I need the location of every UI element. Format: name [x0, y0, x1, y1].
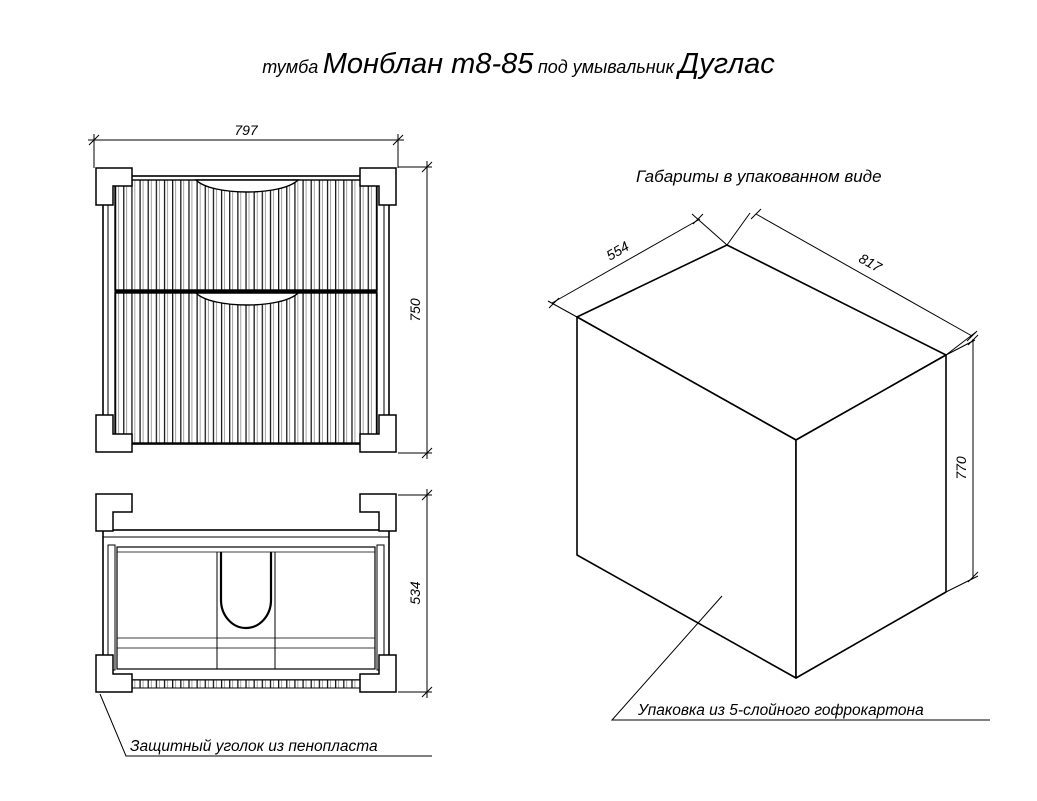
front-width-dimension	[88, 134, 404, 168]
front-height-dimension	[398, 161, 433, 459]
front-fluted-edge	[124, 679, 368, 689]
lower-drawer-handle-cutout	[194, 292, 300, 306]
siphon-cutout	[219, 552, 273, 630]
lower-drawer	[114, 292, 378, 444]
title-middle: под умывальник	[537, 57, 675, 77]
front-height-label: 750	[407, 298, 423, 322]
top-view: 534 Защитный уголок из пенопласта	[95, 489, 433, 757]
title-model: Монблан т8-85	[322, 48, 534, 80]
cabinet-left-side	[107, 179, 116, 441]
front-view: 797 750	[88, 122, 433, 459]
cabinet-right-side	[376, 179, 385, 441]
upper-drawer-handle-cutout	[194, 179, 300, 193]
foam-corner-top-left	[95, 167, 133, 206]
foam-corner-bottom-right	[359, 414, 397, 453]
title-prefix: тумба	[262, 57, 319, 77]
foam-corner-top-right	[359, 167, 397, 206]
package-callout-text: Упаковка из 5-слойного гофрокартона	[637, 702, 924, 719]
package-view: Габариты в упакованном виде 554 817	[547, 167, 990, 721]
foam-callout-text: Защитный уголок из пенопласта	[130, 738, 378, 755]
package-box	[576, 244, 947, 679]
foam-corner-top-right-top-view	[359, 493, 397, 532]
package-depth-dimension	[547, 213, 728, 318]
package-width-label: 817	[856, 250, 885, 276]
package-height-label: 770	[953, 456, 969, 480]
package-heading: Габариты в упакованном виде	[636, 167, 882, 186]
foam-corner-bottom-left	[95, 414, 133, 453]
package-width-dimension	[726, 208, 978, 356]
foam-corners-top	[95, 493, 397, 693]
front-width-label: 797	[234, 122, 259, 138]
foam-callout-leader	[99, 693, 432, 757]
foam-corner-bottom-left-top-view	[95, 654, 133, 693]
top-right-panel	[376, 544, 385, 671]
drawing-title: тумба Монблан т8-85 под умывальник Дугла…	[0, 48, 1037, 81]
package-height-dimension	[945, 334, 979, 593]
top-depth-label: 534	[407, 581, 423, 605]
upper-drawer	[114, 179, 378, 291]
top-left-panel	[107, 544, 116, 671]
package-callout-leader	[610, 595, 990, 721]
foam-corner-bottom-right-top-view	[359, 654, 397, 693]
foam-corners-front	[95, 167, 397, 453]
top-depth-dimension	[398, 489, 433, 698]
title-basin: Дуглас	[678, 48, 775, 80]
foam-corner-top-left-top-view	[95, 493, 133, 532]
drawer-box-outline	[116, 546, 376, 670]
